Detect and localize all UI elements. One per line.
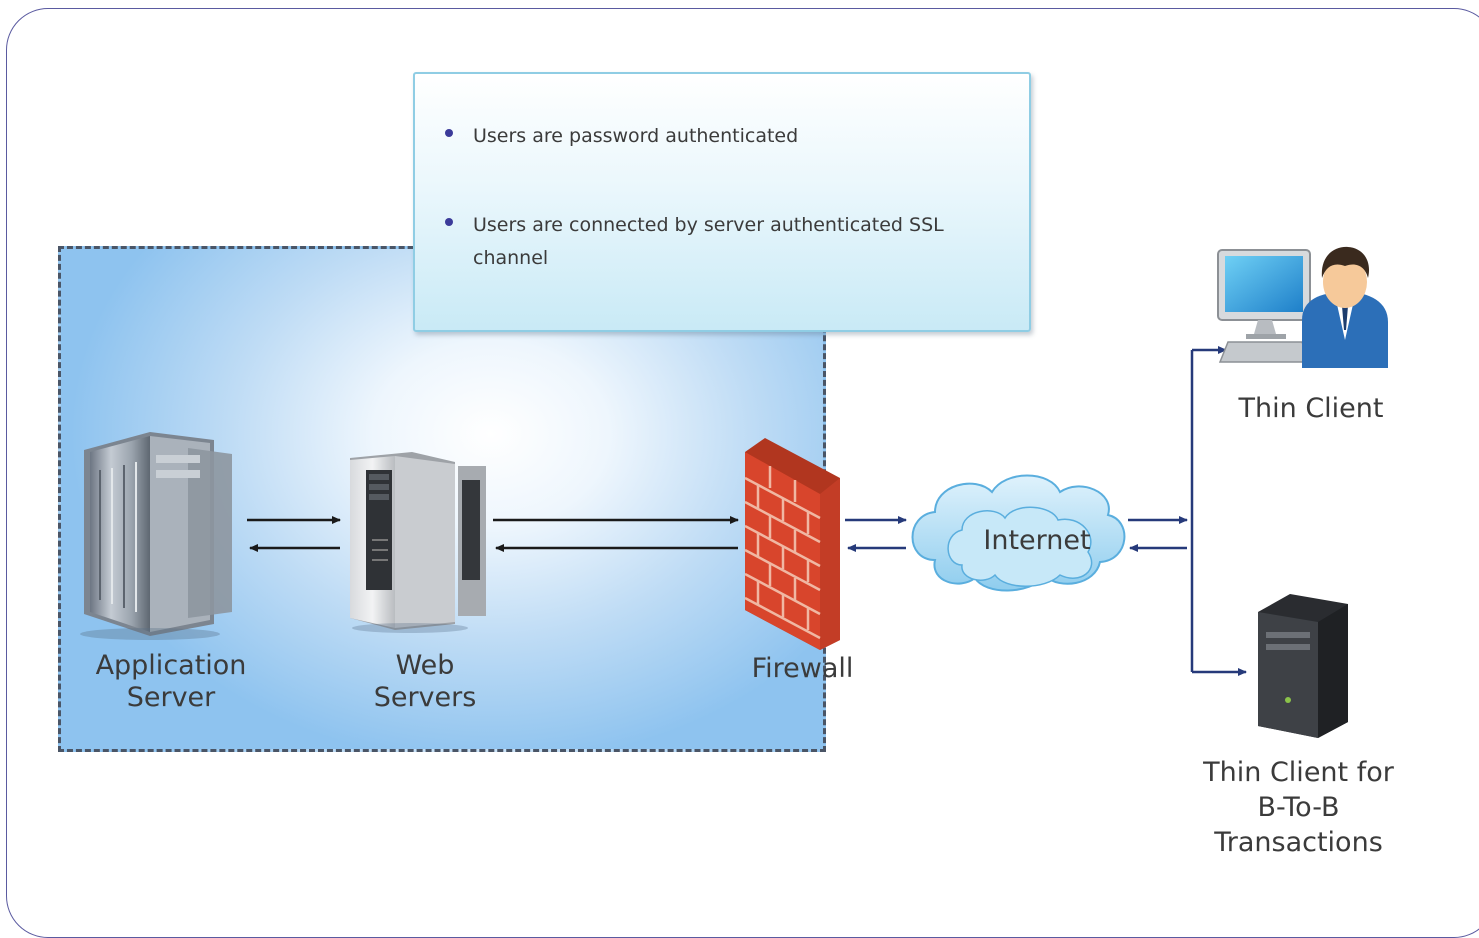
firewall-label: Firewall <box>751 653 854 684</box>
web-server-icon <box>350 452 486 633</box>
tower-pc-icon <box>1258 594 1348 738</box>
thin-client-b2b-label: Thin Client for B-To-B Transactions <box>1203 757 1394 858</box>
auth-callout: Users are password authenticated Users a… <box>413 72 1031 332</box>
thin-client-label: Thin Client <box>1238 393 1384 424</box>
internet-label: Internet <box>983 525 1091 556</box>
web-firewall-arrows <box>493 516 739 552</box>
desktop-user-icon <box>1217 246 1388 368</box>
bullet-dot <box>445 129 453 137</box>
bullet-dot <box>445 218 453 226</box>
internet-cloud-icon <box>911 474 1126 592</box>
diagram-graphics <box>80 246 1388 738</box>
app-web-arrows <box>247 516 341 552</box>
web-servers-label: Web Servers <box>373 650 477 713</box>
internet-client-arrows <box>1128 516 1188 552</box>
firewall-icon <box>744 438 840 650</box>
application-server-icon <box>80 432 232 640</box>
callout-bullet-text: Users are connected by server authentica… <box>473 214 944 269</box>
client-branch-lines <box>1190 346 1247 676</box>
callout-bullet-text: Users are password authenticated <box>473 125 799 147</box>
firewall-internet-arrows <box>845 516 907 552</box>
application-server-label: Application Server <box>95 650 247 713</box>
